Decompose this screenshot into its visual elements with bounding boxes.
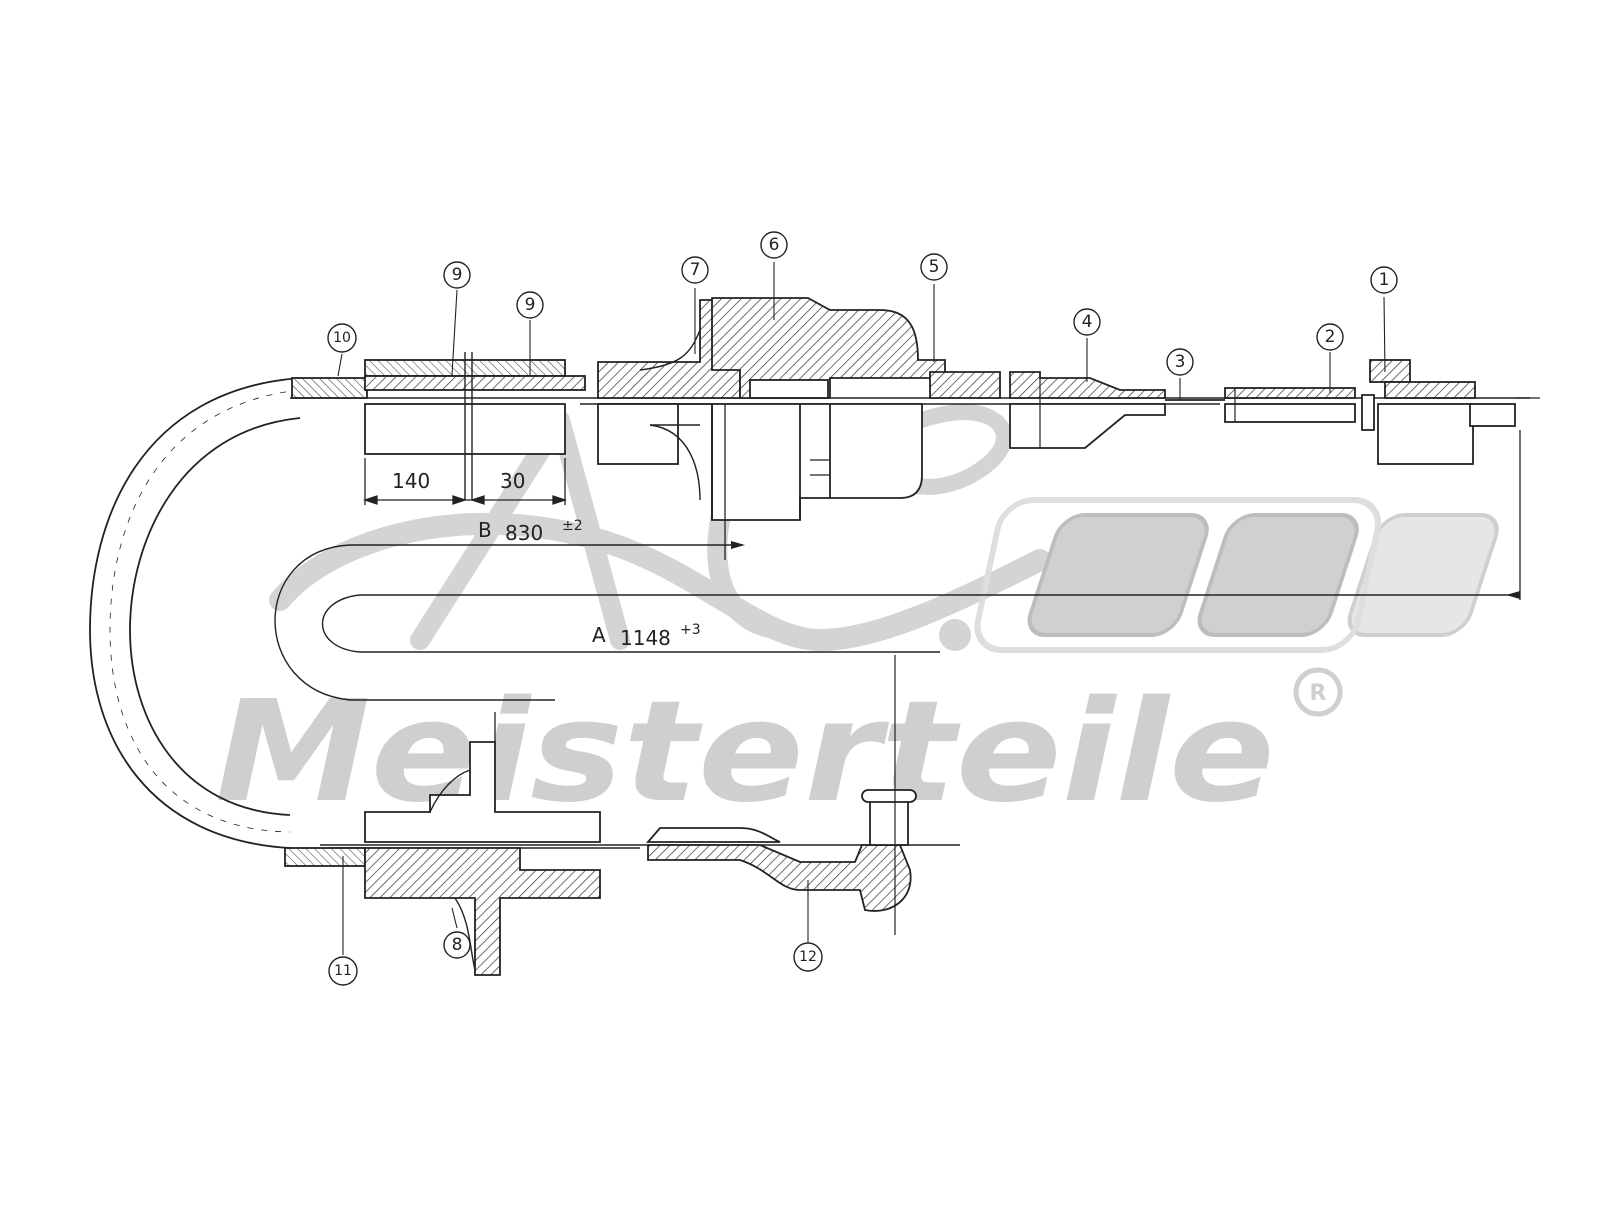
callout-2: 2 — [1316, 323, 1344, 351]
callout-3-label: 3 — [1175, 352, 1186, 372]
callout-1: 1 — [1370, 266, 1398, 294]
callout-leaders — [337, 262, 1386, 955]
callout-9b-label: 9 — [525, 295, 536, 315]
callout-2-label: 2 — [1325, 327, 1336, 347]
watermark-brand: Meisterteile — [215, 671, 1275, 834]
callout-9b: 9 — [516, 291, 544, 319]
dim-b-value: 830 — [505, 521, 543, 545]
dim-a-label: A — [592, 623, 606, 647]
callout-1-label: 1 — [1379, 270, 1390, 290]
watermark: Meisterteile R — [215, 404, 1499, 834]
callout-12: 12 — [793, 942, 823, 972]
callout-7: 7 — [681, 256, 709, 284]
callout-7-label: 7 — [690, 260, 701, 280]
cable-sheath — [89, 377, 1510, 849]
dim-b-label: B — [478, 518, 492, 542]
dimension-a: A 1148 +3 — [592, 430, 1521, 650]
lower-assembly — [284, 655, 917, 976]
callout-5-label: 5 — [929, 257, 940, 277]
callout-10-label: 10 — [333, 330, 351, 346]
callout-6: 6 — [760, 231, 788, 259]
dim-a-value: 1148 — [620, 626, 671, 650]
dim-140: 140 — [392, 469, 430, 493]
dim-30: 30 — [500, 469, 525, 493]
callout-8: 8 — [443, 931, 471, 959]
registered-mark: R — [1310, 681, 1327, 706]
callout-9a-label: 9 — [452, 265, 463, 285]
callout-8-label: 8 — [452, 935, 463, 955]
dim-a-tol: +3 — [680, 622, 701, 638]
dim-b-tol: ±2 — [562, 518, 583, 534]
callout-4-label: 4 — [1082, 312, 1093, 332]
dimension-b: B 830 ±2 — [478, 404, 745, 560]
callout-6-label: 6 — [769, 235, 780, 255]
upper-assembly — [291, 297, 1540, 521]
callout-3: 3 — [1166, 348, 1194, 376]
callout-4: 4 — [1073, 308, 1101, 336]
callout-12-label: 12 — [799, 949, 817, 965]
callout-10: 10 — [327, 323, 357, 353]
callout-11-label: 11 — [334, 963, 352, 979]
callout-9a: 9 — [443, 261, 471, 289]
callout-5: 5 — [920, 253, 948, 281]
dimension-140-30 — [362, 458, 568, 505]
callout-11: 11 — [328, 956, 358, 986]
